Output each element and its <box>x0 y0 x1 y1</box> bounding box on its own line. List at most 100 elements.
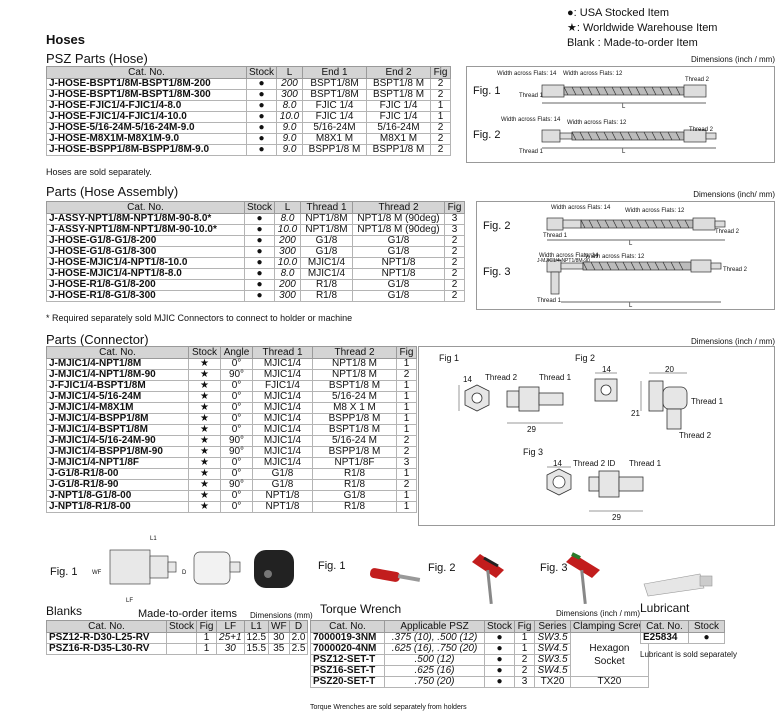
table-cell: NPT1/8 M (90deg) <box>352 213 446 225</box>
table-cell: 90° <box>220 446 253 458</box>
table-cell: 12.5 <box>243 632 270 644</box>
table-cell: NPT1/8 M (90deg) <box>352 224 446 236</box>
table-cell: 2 <box>396 435 417 447</box>
table-cell: 1 <box>396 490 417 502</box>
hose-fig1-length: L <box>622 104 626 110</box>
table-cell: 2 <box>430 133 452 145</box>
assy-fig3-thread1: Thread 1 <box>537 298 562 304</box>
table-cell: 1 <box>196 643 218 655</box>
lubricant-heading: Lubricant <box>640 601 690 615</box>
table-cell: 3 <box>396 457 417 469</box>
table-cell: 9.0 <box>276 133 304 145</box>
table-cell: 2 <box>444 279 466 291</box>
table-cell: 1 <box>396 501 417 513</box>
column-header: Stock <box>243 201 276 214</box>
table-cell: BSPP1/8 M <box>312 413 397 425</box>
table-cell: J-HOSE-BSPT1/8M-BSPT1/8M-200 <box>46 78 247 90</box>
table-cell: 2 <box>514 654 536 666</box>
table-cell: 0° <box>220 501 253 513</box>
table-cell: J-MJIC1/4-M8X1M <box>46 402 189 414</box>
conn-fig3-thread2id: Thread 2 ID <box>573 459 616 468</box>
column-header: End 1 <box>302 66 368 79</box>
assy-heading: Parts (Hose Assembly) <box>46 184 179 199</box>
legend-usa: ●: USA Stocked Item <box>567 7 670 19</box>
table-cell: 2 <box>444 235 466 247</box>
table-cell: 0° <box>220 457 253 469</box>
table-cell: PSZ12-R-D30-L25-RV <box>46 632 167 644</box>
table-cell: ★ <box>188 501 221 513</box>
table-cell: J-MJIC1/4-5/16-24M-90 <box>46 435 189 447</box>
conn-fig3-label: Fig 3 <box>523 447 544 457</box>
table-row: 7000019-3NM .375 (10), .500 (12) ● 1 SW3… <box>310 632 649 677</box>
torque-heading: Torque Wrench <box>320 602 402 616</box>
hose-fig1-thread2: Thread 2 <box>685 77 710 83</box>
table-cell: ● <box>483 654 516 666</box>
conn-drawing <box>458 372 688 512</box>
assy-drawing <box>546 217 726 303</box>
table-cell: MJIC1/4 <box>252 457 313 469</box>
table-cell: 1 <box>396 413 417 425</box>
table-cell: 0° <box>220 490 253 502</box>
table-cell: ● <box>688 632 725 644</box>
table-cell: BSPT1/8 M <box>312 380 397 392</box>
column-header: D <box>288 620 309 633</box>
table-cell: 10.0 <box>274 257 302 269</box>
torque-dims: Dimensions (inch / mm) <box>556 609 641 618</box>
table-cell: 5/16-24 M <box>312 435 397 447</box>
table-cell: 1 <box>396 424 417 436</box>
hose-fig2-label: Fig. 2 <box>473 129 501 141</box>
table-row: E25834 ● <box>640 632 725 644</box>
table-cell: MJIC1/4 <box>252 402 313 414</box>
table-cell: ★ <box>188 468 221 480</box>
hose-fig2-length: L <box>622 149 626 155</box>
table-cell: 1 <box>430 100 452 112</box>
table-cell: J-HOSE-M8X1M-M8X1M-9.0 <box>46 133 247 145</box>
table-cell: 1 <box>514 632 536 644</box>
blanks-figure: Fig. 1 WF L1 LF D <box>46 536 306 606</box>
table-cell: R1/8 <box>312 468 397 480</box>
torque-fig1-label: Fig. 1 <box>318 560 346 572</box>
table-cell: 10.0 <box>276 111 304 123</box>
lubricant-note: Lubricant is sold separately <box>640 650 737 659</box>
table-cell: G1/8 <box>252 479 313 491</box>
table-cell: 0° <box>220 358 253 370</box>
column-header: Stock <box>165 620 198 633</box>
conn-fig1-d29: 29 <box>527 425 536 434</box>
table-cell: 2 <box>444 268 466 280</box>
table-cell: BSPT1/8 M <box>312 424 397 436</box>
table-cell: E25834 <box>640 632 689 644</box>
lubricant-tube-image <box>643 573 713 597</box>
hose-fig2-thread2: Thread 2 <box>689 127 714 133</box>
legend-blank: Blank : Made-to-order Item <box>567 37 698 49</box>
table-cell: G1/8 <box>352 246 446 258</box>
table-cell: ● <box>483 665 516 677</box>
blanks-dims: Dimensions (mm) <box>250 611 313 620</box>
table-cell: MJIC1/4 <box>252 446 313 458</box>
table-cell: J-MJIC1/4-BSPP1/8M-90 <box>46 446 189 458</box>
table-cell: J-HOSE-MJIC1/4-NPT1/8-10.0 <box>46 257 245 269</box>
hose-dims: Dimensions (inch / mm) <box>690 55 775 64</box>
table-cell: J-HOSE-5/16-24M-5/16-24M-9.0 <box>46 122 247 134</box>
table-cell: J-MJIC1/4-BSPT1/8M <box>46 424 189 436</box>
table-cell: MJIC1/4 <box>252 413 313 425</box>
table-cell: ● <box>245 111 278 123</box>
conn-fig3-d14: 14 <box>553 459 562 468</box>
table-cell: 1 <box>514 643 536 655</box>
column-header: Clamping Screw <box>570 620 649 633</box>
table-cell: J-HOSE-R1/8-G1/8-200 <box>46 279 245 291</box>
assy-figure-box: Fig. 2 Fig. 3 Width across Flats: 14 Wid… <box>476 201 775 310</box>
conn-fig2-thread1: Thread 1 <box>691 397 724 406</box>
assy-fig3-thread2: Thread 2 <box>723 267 748 273</box>
table-cell: FJIC 1/4 <box>366 111 432 123</box>
